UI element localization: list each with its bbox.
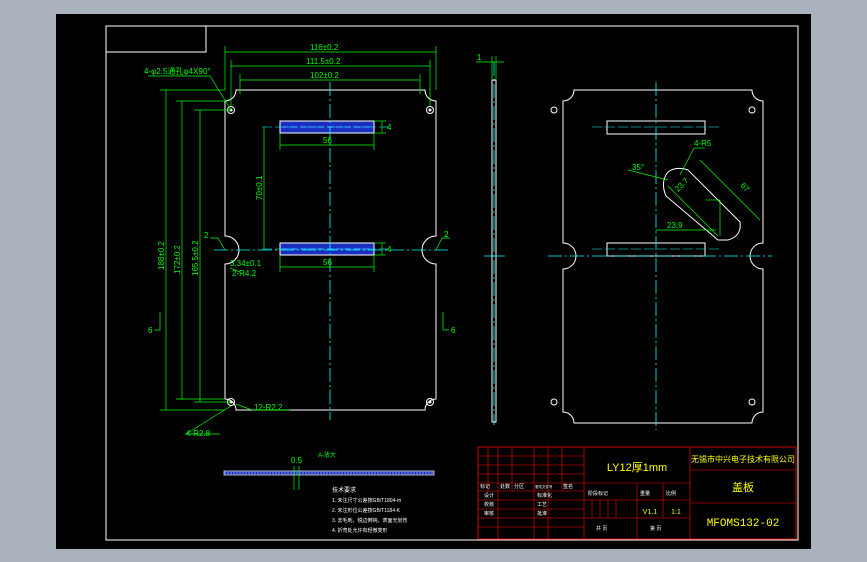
dim-bend-radius: 4-R5 bbox=[694, 139, 712, 148]
svg-text:标记: 标记 bbox=[480, 483, 490, 490]
svg-text:分区: 分区 bbox=[514, 483, 524, 490]
scale: 1:1 bbox=[671, 509, 681, 516]
material-label: LY12厚1mm bbox=[607, 461, 667, 474]
svg-text:设计: 设计 bbox=[484, 492, 494, 499]
angled-cutout bbox=[662, 167, 741, 241]
svg-text:审核: 审核 bbox=[484, 510, 494, 517]
svg-text:工艺: 工艺 bbox=[537, 502, 547, 508]
svg-text:阶段标记: 阶段标记 bbox=[588, 490, 608, 497]
dim-notch-radius: 2-R4.2 bbox=[232, 269, 257, 278]
title-block: LY12厚1mm 无锡市中兴电子技术有限公司 盖板 MFOMS132-02 V1… bbox=[477, 446, 797, 540]
dim-width-overall: 116±0.2 bbox=[310, 43, 339, 52]
dim-height-inner: 165.5±0.2 bbox=[191, 240, 200, 276]
section-mark-left: 6 bbox=[148, 326, 153, 335]
front-view-outline bbox=[224, 89, 437, 411]
dim-angle: 35° bbox=[632, 163, 644, 172]
front-view bbox=[214, 82, 448, 420]
svg-text:标准化: 标准化 bbox=[537, 492, 552, 499]
sheet-frame bbox=[105, 25, 799, 541]
detail-dim: 0.5 bbox=[291, 456, 303, 465]
dim-edge-radius: 12-R2.2 bbox=[254, 403, 283, 412]
dim-cut-horiz: 23.9 bbox=[667, 221, 683, 230]
dim-gap-left: 2 bbox=[204, 231, 209, 240]
svg-text:第 页: 第 页 bbox=[650, 525, 661, 532]
svg-text:共 页: 共 页 bbox=[596, 525, 607, 532]
svg-text:校核: 校核 bbox=[484, 501, 494, 508]
side-profile bbox=[491, 79, 497, 423]
mount-hole bbox=[426, 106, 434, 114]
svg-text:重量: 重量 bbox=[640, 490, 650, 497]
dim-gap-right: 2 bbox=[444, 230, 449, 239]
dim-notch-position: 3.34±0.1 bbox=[230, 259, 262, 268]
section-mark-right: 6 bbox=[451, 326, 456, 335]
unfolded-view: 4-R5 35° 23.7 23.9 67 bbox=[548, 82, 772, 430]
note-item: 4. 折弯处允许有轻微变形 bbox=[332, 527, 388, 534]
dim-corner-radius: 4-R2.8 bbox=[186, 429, 211, 438]
svg-text:处数: 处数 bbox=[500, 483, 510, 490]
unfolded-outline bbox=[562, 89, 764, 424]
dim-width-mid: 111.5±0.2 bbox=[306, 57, 341, 66]
dim-slot-length-bottom: 56 bbox=[323, 258, 332, 267]
dim-holes: 4-φ2.5通孔φ4X90° bbox=[144, 66, 211, 76]
note-item: 3. 去毛刺，锐边倒钝，表面无划伤 bbox=[332, 517, 408, 524]
side-view: 1 bbox=[476, 53, 505, 425]
mount-hole bbox=[426, 398, 434, 406]
notes-title: 技术要求 bbox=[332, 486, 356, 494]
note-item: 2. 未注形位公差按GB/T1184-K bbox=[332, 507, 401, 514]
drawing-number: MFOMS132-02 bbox=[707, 518, 780, 530]
svg-text:批准: 批准 bbox=[537, 510, 547, 517]
dim-thickness: 1 bbox=[477, 53, 482, 62]
detail-label: A-放大 bbox=[318, 451, 336, 459]
svg-text:签名: 签名 bbox=[563, 483, 573, 490]
detail-a: A-放大 0.5 bbox=[223, 451, 435, 490]
company-name: 无锡市中兴电子技术有限公司 bbox=[691, 454, 795, 464]
note-item: 1. 未注尺寸公差按GB/T1804-m bbox=[332, 497, 401, 504]
part-name: 盖板 bbox=[732, 480, 754, 494]
drawing-sheet bbox=[56, 14, 811, 549]
dim-slot-width-bottom: 4 bbox=[387, 245, 392, 254]
dim-slot-pitch: 70±0.1 bbox=[255, 175, 264, 200]
svg-text:更改文件号: 更改文件号 bbox=[535, 484, 553, 489]
front-view-dimensions bbox=[148, 46, 450, 435]
front-view-dimension-text: 116±0.2 111.5±0.2 102±0.2 4-φ2.5通孔φ4X90°… bbox=[144, 43, 456, 438]
dim-width-inner: 102±0.2 bbox=[310, 71, 339, 80]
version: V1.1 bbox=[643, 509, 658, 516]
corner-box bbox=[105, 25, 207, 53]
dim-slot-width-top: 4 bbox=[387, 123, 392, 132]
dim-height-overall: 188±0.2 bbox=[157, 241, 166, 270]
dim-height-mid: 172±0.2 bbox=[173, 245, 182, 274]
svg-text:比例: 比例 bbox=[666, 490, 676, 497]
technical-notes: 技术要求 1. 未注尺寸公差按GB/T1804-m 2. 未注形位公差按GB/T… bbox=[332, 486, 408, 534]
dim-slot-length-top: 56 bbox=[323, 136, 332, 145]
